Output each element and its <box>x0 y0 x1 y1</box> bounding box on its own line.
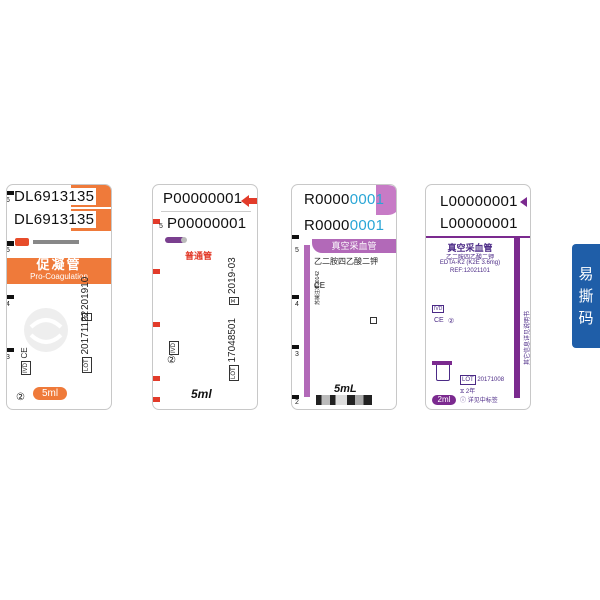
band-title: 促凝管 <box>36 257 82 272</box>
watermark-logo <box>24 308 68 352</box>
note-row: ⓘ 详见中标签 <box>460 398 498 404</box>
additive-text: 乙二胺四乙酸二钾 <box>314 257 378 266</box>
hourglass-icon: ⧖ <box>460 389 465 395</box>
exp-row: ⧖ 2年 <box>460 389 476 395</box>
purple-rule <box>426 236 530 238</box>
red-arrow-tail <box>248 198 257 204</box>
exp-date-vertical: ⧖ 2019-03 <box>227 257 239 305</box>
reg-text: 苏械注准20142 <box>315 271 321 305</box>
tick-label-5: 5 <box>6 247 10 254</box>
purple-tab <box>376 185 396 215</box>
lot-icon: LOT <box>460 375 476 385</box>
small-box-icon <box>370 317 377 324</box>
tick-bottom <box>292 395 299 399</box>
barcode-number-1: DL6913135 <box>14 188 97 205</box>
barcode-number-1: L00000001 <box>440 193 518 210</box>
brand-logo-dot <box>181 237 187 243</box>
purple-side-stripe <box>304 245 310 397</box>
tick-5 <box>7 241 14 246</box>
no-reuse-icon: ② <box>167 355 176 366</box>
ivd-mark: IVD <box>167 340 179 355</box>
purple-header: 真空采血管 <box>312 239 396 253</box>
ivd-icon: IVD <box>169 340 179 355</box>
tick-4 <box>7 295 14 299</box>
ref: REF:12021101 <box>450 268 490 274</box>
tick-label-5: 5 <box>295 247 299 254</box>
volume-text: 5mL <box>334 383 357 395</box>
tick-mid-1 <box>292 295 299 299</box>
ce-mark: CE <box>434 317 444 324</box>
barcode-number-2: L00000001 <box>440 215 518 232</box>
label-edta-vacuum: R00000001 R00000001 真空采血管 乙二胺四乙酸二钾 5 4 3… <box>291 184 397 410</box>
lot-row: LOT 20171008 <box>460 375 505 385</box>
tick-top <box>292 235 299 239</box>
tick-3 <box>7 348 14 352</box>
side-tab-char-1: 易 <box>578 266 594 283</box>
subtitle: 乙二胺四乙酸二钾 <box>445 255 494 261</box>
barcode-number-2: R00000001 <box>304 217 385 234</box>
volume-text: 5ml <box>191 387 212 401</box>
ce-icon: CE <box>20 347 29 359</box>
ivd-icon: IVD <box>432 305 445 313</box>
lot-vertical: LOT 17048501 <box>227 318 239 381</box>
tick-red-3 <box>153 322 160 327</box>
spec: EDTA-K2 (K2E 3.6mg) <box>439 260 501 266</box>
barcode-number-2: DL6913135 <box>14 211 97 228</box>
tick-label-3: 3 <box>6 354 10 361</box>
label-edta-2ml: L00000001 L00000001 真空采血管 乙二胺四乙酸二钾 EDTA-… <box>425 184 531 410</box>
tube-type: 普通管 <box>185 251 213 261</box>
tube-cap <box>432 361 452 365</box>
lot-icon: LOT <box>82 357 92 373</box>
divider <box>161 211 251 212</box>
band-subtitle: Pro-Coagulation <box>30 272 88 281</box>
volume-badge: 5ml <box>33 387 67 400</box>
red-arrow-icon <box>241 195 249 207</box>
tick-red-4 <box>153 376 160 381</box>
purple-arrow-icon <box>520 197 527 207</box>
tick-label-4: 4 <box>295 301 299 308</box>
purple-right-stripe <box>514 238 520 398</box>
bottom-barcode-strip <box>316 395 372 405</box>
lot-icon: LOT <box>229 365 239 381</box>
vertical-note: 其它信息详见说明书 <box>525 310 531 365</box>
brand-logo <box>165 237 185 243</box>
volume-badge: 2ml <box>432 395 456 405</box>
ce-mark: CE <box>314 281 326 290</box>
info-icon: ⓘ <box>460 398 467 404</box>
side-tab-char-3: 码 <box>578 310 594 327</box>
tick-red-2 <box>153 269 160 274</box>
tick-label-3: 3 <box>295 351 299 358</box>
barcode-number-1: R00000001 <box>304 191 385 208</box>
ivd-icon: IVD <box>21 360 31 375</box>
brand-logo-bar <box>15 238 85 246</box>
title: 真空采血管 <box>447 243 493 253</box>
tick-label-4: 4 <box>6 301 10 308</box>
tube-icon <box>436 363 450 381</box>
tick-red-5 <box>153 397 160 402</box>
tick-red-top <box>153 219 160 224</box>
barcode-number-2: P00000001 <box>167 215 247 232</box>
hourglass-icon: ⧖ <box>229 296 239 305</box>
tick-label-6: 6 <box>6 197 10 204</box>
label-plain-tube: P00000001 P00000001 5 普通管 ⧖ 2019-03 LOT … <box>152 184 258 410</box>
lot-date-vertical: LOT 20171122 <box>80 310 92 373</box>
side-tab-char-2: 撕 <box>578 288 594 305</box>
label-procoagulation: DL6913135 DL6913135 6 5 促凝管 Pro-Coagulat… <box>6 184 112 410</box>
easy-tear-tab[interactable]: 易 撕 码 <box>572 244 600 348</box>
tick-mid-2 <box>292 345 299 349</box>
barcode-number-1: P00000001 <box>163 190 243 207</box>
tick-6 <box>7 191 14 195</box>
ivd-mark: IVD CE <box>19 347 31 375</box>
no-reuse-icon: ② <box>16 392 25 403</box>
orange-band: 促凝管 Pro-Coagulation <box>7 258 111 284</box>
tick-label-2: 2 <box>295 399 299 406</box>
no-reuse-icon: ② <box>448 318 455 325</box>
tick-label-5: 5 <box>159 223 163 230</box>
